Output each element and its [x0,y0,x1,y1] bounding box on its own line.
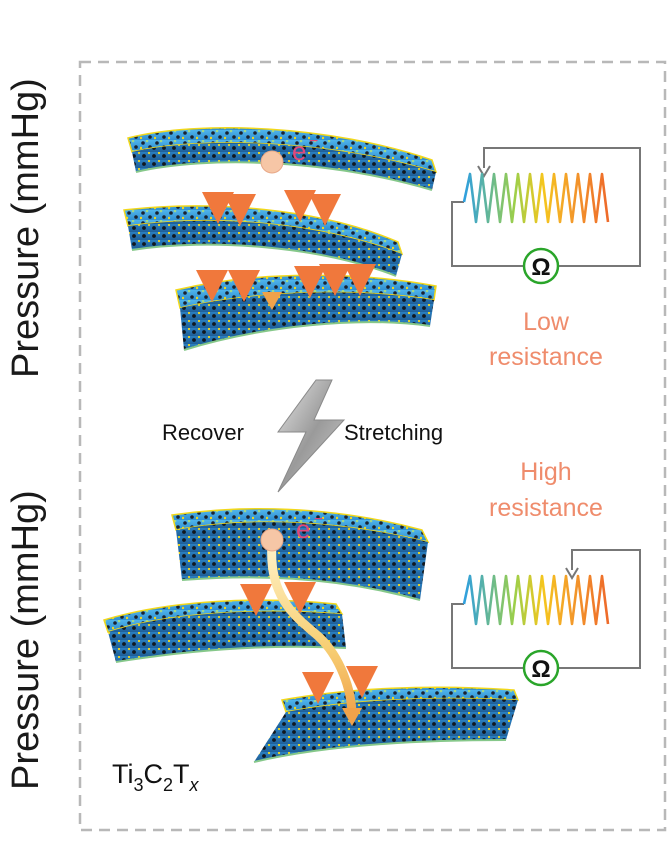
bottom-sheet-3 [253,686,520,763]
bottom-sheet-1 [171,508,430,601]
formula-sub-x: x [189,775,200,795]
top-electron-path [260,150,284,310]
bottom-circuit: Ω [451,549,641,687]
bottom-ohmmeter [522,649,560,687]
bottom-mxene-stack: e − [103,508,520,763]
axis-label-bottom: Pressure (mmHg) [5,490,47,790]
top-sheet-3 [175,274,437,351]
low-resistance-label: resistance [489,343,603,371]
top-circuit: Ω [451,147,641,285]
formula-sub-3: 3 [134,775,144,795]
top-mxene-stack: e − [123,127,438,351]
top-resistor-coil [462,172,610,224]
top-ohm-symbol: Ω [531,254,550,281]
bottom-ohm-symbol: Ω [531,656,550,683]
formula-sub-2: 2 [163,775,173,795]
high-label: High [520,458,571,486]
formula-ti: Ti [112,759,134,789]
material-formula: Ti3C2Tx [112,759,200,795]
top-sheet-2 [123,205,404,277]
high-resistance-label: resistance [489,494,603,522]
top-ohmmeter [522,247,560,285]
transition-bolt [277,379,346,493]
top-electron-symbol: e [292,136,306,166]
formula-c: C [144,759,164,789]
dashed-frame [78,60,667,832]
stretching-label: Stretching [344,420,443,445]
bottom-electron-charge: − [314,511,323,528]
bottom-resistor-coil [462,574,610,626]
bottom-electron-path [260,528,362,726]
bottom-electron-symbol: e [296,514,310,544]
top-electron-charge: − [309,133,318,150]
axis-label-top: Pressure (mmHg) [5,78,47,378]
recover-label: Recover [162,420,244,445]
bottom-sheet-2 [103,599,347,663]
top-pressure-arrows [196,190,376,302]
bottom-pressure-arrows [240,582,378,704]
formula-t: T [173,759,190,789]
low-label: Low [523,308,570,336]
